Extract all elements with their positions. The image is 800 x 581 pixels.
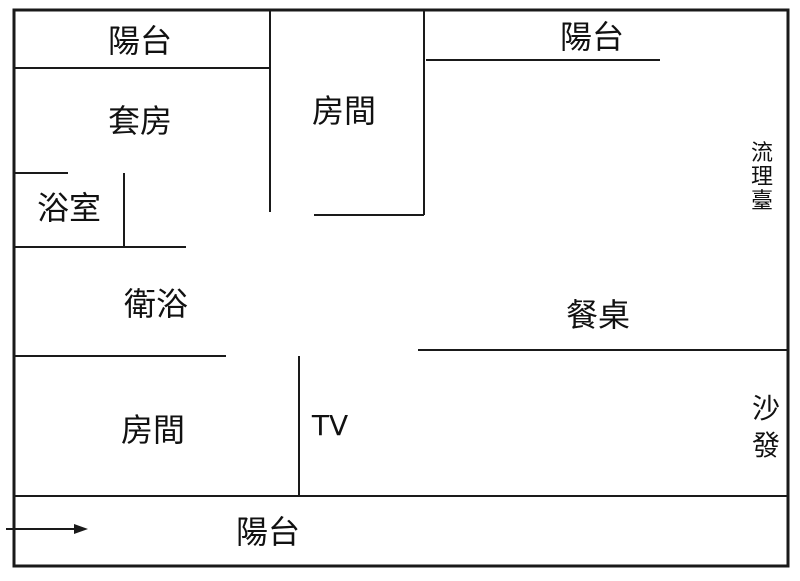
sofa-char: 發: [752, 429, 780, 462]
kitchen-counter-char: 流: [751, 141, 773, 166]
room-top-label: 房間: [312, 92, 376, 130]
dining-table-label: 餐桌: [566, 296, 630, 334]
kitchen-counter-char: 理: [751, 165, 773, 190]
room-bottom-label: 房間: [121, 411, 185, 449]
bathroom-label: 衛浴: [124, 285, 188, 323]
kitchen-counter-label: 流 理 臺: [751, 141, 773, 214]
sofa-char: 沙: [752, 392, 780, 425]
sofa-label: 沙 發: [752, 392, 780, 462]
kitchen-counter-char: 臺: [751, 189, 773, 214]
suite-label: 套房: [108, 102, 172, 140]
balcony-top-left-label: 陽台: [108, 22, 172, 60]
balcony-top-right-label: 陽台: [560, 18, 624, 56]
outer-wall: [12, 8, 790, 568]
entrance-arrow-icon: [6, 524, 88, 534]
tv-label: TV: [311, 409, 348, 442]
balcony-bottom-label: 陽台: [236, 513, 300, 551]
bathroom-suite-label: 浴室: [37, 189, 101, 227]
interior-walls: [14, 10, 788, 497]
